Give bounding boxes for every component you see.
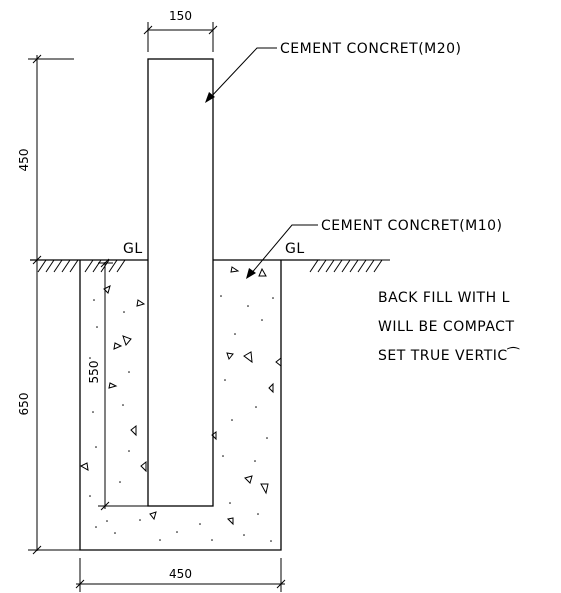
dim-post-width bbox=[143, 22, 218, 52]
dim-pit-width bbox=[75, 558, 286, 592]
label-post-material: CEMENT CONCRET(M20) bbox=[280, 41, 462, 57]
dim-embedment bbox=[98, 258, 148, 511]
gl-label-right: GL bbox=[285, 241, 305, 257]
earth-hatch-right bbox=[308, 259, 390, 273]
leader-foundation-material bbox=[246, 224, 318, 279]
backfill-note: BACK FILL WITH L WILL BE COMPACT SET TRU… bbox=[378, 290, 520, 364]
foundation-pit bbox=[79, 260, 282, 551]
earth-hatch-left bbox=[37, 259, 126, 273]
note-line-2: WILL BE COMPACT bbox=[378, 319, 515, 335]
dim-below-ground-text: 650 bbox=[17, 393, 31, 416]
dim-vertical-overall bbox=[28, 54, 80, 555]
dim-pit-width-text: 450 bbox=[169, 567, 192, 581]
concrete-dots bbox=[89, 295, 274, 542]
note-line-1: BACK FILL WITH L bbox=[378, 290, 510, 306]
concrete-aggregate bbox=[79, 266, 282, 526]
gl-label-left: GL bbox=[123, 241, 143, 257]
dim-embedment-text: 550 bbox=[87, 361, 101, 384]
label-foundation-material: CEMENT CONCRET(M10) bbox=[321, 218, 503, 234]
concrete-post bbox=[147, 58, 214, 507]
leader-post-material bbox=[205, 47, 277, 103]
note-line-3: SET TRUE VERTIC⁀ bbox=[378, 347, 520, 364]
dim-post-width-text: 150 bbox=[169, 9, 192, 23]
dim-above-ground-text: 450 bbox=[17, 149, 31, 172]
